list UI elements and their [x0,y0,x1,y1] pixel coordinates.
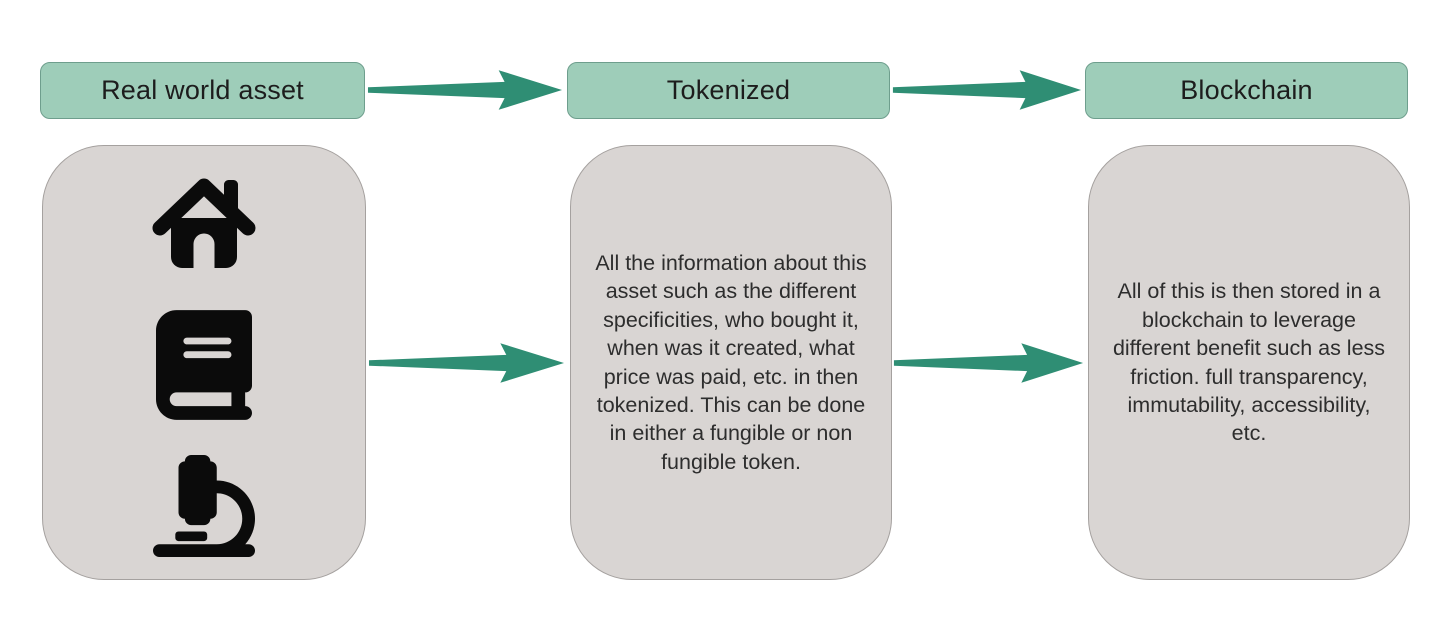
tokenized-description: All the information about this asset suc… [595,250,867,474]
arrow-asset-card-to-tokenized-card [367,336,566,390]
right-arrow-icon [367,70,563,110]
right-arrow-icon [892,70,1082,110]
header-real-world-asset-label: Real world asset [101,75,304,105]
arrow-real-world-asset-to-tokenized [366,63,564,117]
header-tokenized: Tokenized [567,62,890,119]
right-arrow-icon [893,343,1084,383]
arrow-tokenized-to-blockchain [891,63,1083,117]
house-icon [148,176,260,274]
header-blockchain: Blockchain [1085,62,1408,119]
right-arrow-icon [368,343,565,383]
blockchain-description: All of this is then stored in a blockcha… [1112,279,1386,446]
microscope-icon [153,455,255,557]
book-icon [156,309,252,420]
card-blockchain: All of this is then stored in a blockcha… [1088,145,1410,580]
card-tokenized: All the information about this asset suc… [570,145,892,580]
header-tokenized-label: Tokenized [666,75,791,105]
arrow-tokenized-card-to-blockchain-card [892,336,1085,390]
card-real-world-asset [42,145,366,580]
header-real-world-asset: Real world asset [40,62,365,119]
header-blockchain-label: Blockchain [1180,75,1313,105]
